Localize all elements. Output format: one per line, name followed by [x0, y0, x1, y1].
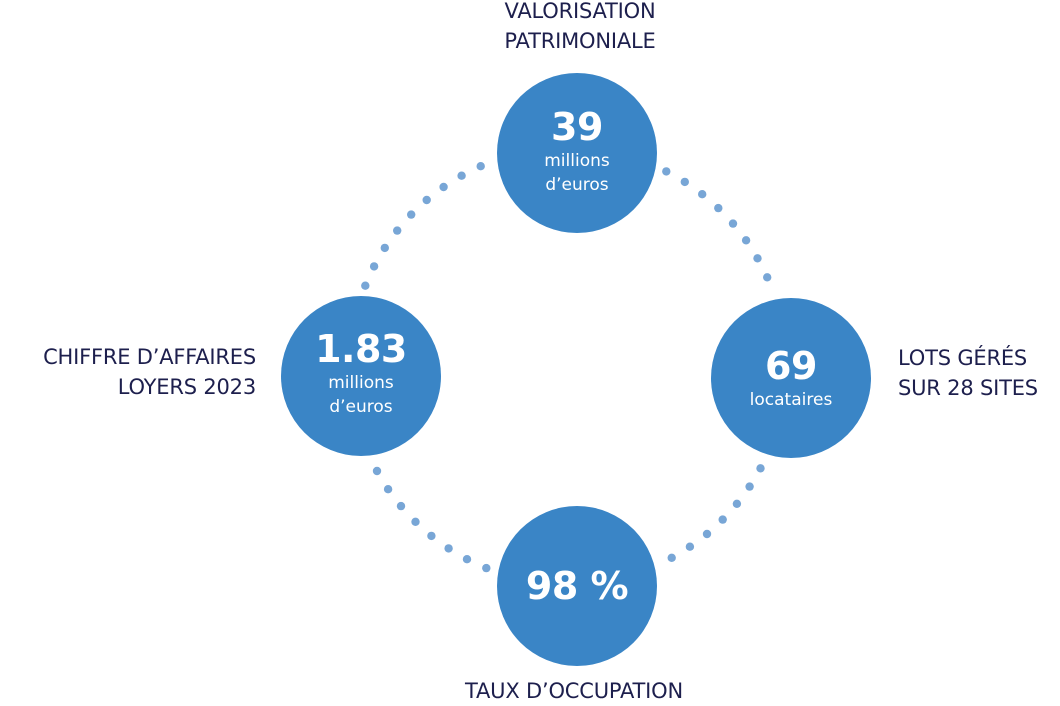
connector-dot	[411, 517, 420, 526]
stat-circle-lots: 69 locataires	[711, 298, 871, 458]
label-taux-occupation: TAUX D’OCCUPATION	[465, 679, 683, 703]
connector-dot	[439, 182, 448, 192]
connector-dot	[732, 499, 742, 508]
connector-dot	[698, 190, 707, 199]
connector-dot	[482, 563, 491, 573]
stat-circle-occupation: 98 %	[497, 506, 657, 666]
connector-dot	[396, 501, 406, 511]
stat-circle-valorisation: 39 millions d’euros	[497, 73, 657, 233]
connector-dot	[714, 203, 723, 213]
connector-dot	[407, 210, 416, 219]
connector-dot	[662, 167, 671, 176]
label-chiffre-affaires: CHIFFRE D’AFFAIRES LOYERS 2023	[43, 345, 256, 399]
connector-dot	[383, 485, 393, 494]
connector-dot	[680, 177, 689, 187]
connector-dot	[728, 219, 738, 228]
stat-unit-lots: locataires	[749, 390, 833, 410]
connector-dot	[667, 553, 676, 562]
connector-dot	[741, 236, 751, 245]
stat-unit-chiffre-affaires: millions d’euros	[328, 373, 394, 417]
stat-value-lots: 69	[765, 344, 817, 388]
connector-dot	[745, 482, 754, 491]
connector-dot	[702, 529, 712, 539]
connector-dot	[422, 195, 431, 205]
connector-dot	[457, 171, 466, 180]
label-valorisation-patrimoniale: VALORISATION PATRIMONIALE	[504, 0, 656, 53]
stat-unit-valorisation: millions d’euros	[544, 151, 610, 195]
stat-value-occupation: 98 %	[525, 564, 629, 608]
connector-dot	[427, 531, 436, 541]
connector-dot	[361, 281, 370, 290]
connector-dot	[476, 162, 485, 171]
connector-dot	[753, 254, 762, 263]
stat-value-valorisation: 39	[551, 105, 603, 149]
connector-dot	[393, 226, 402, 235]
label-lots-geres: LOTS GÉRÉS SUR 28 SITES	[898, 346, 1038, 400]
connector-dot	[369, 262, 379, 271]
connector-dot	[444, 544, 453, 553]
connector-dot	[462, 555, 472, 564]
connector-dot	[685, 542, 695, 551]
connector-dot	[380, 243, 389, 253]
stat-value-chiffre-affaires: 1.83	[315, 327, 407, 371]
connector-dot	[372, 466, 382, 476]
connector-dot	[718, 515, 727, 524]
stat-circle-chiffre-affaires: 1.83 millions d’euros	[281, 296, 441, 456]
connector-dot	[763, 273, 772, 282]
connector-dot	[756, 464, 765, 473]
